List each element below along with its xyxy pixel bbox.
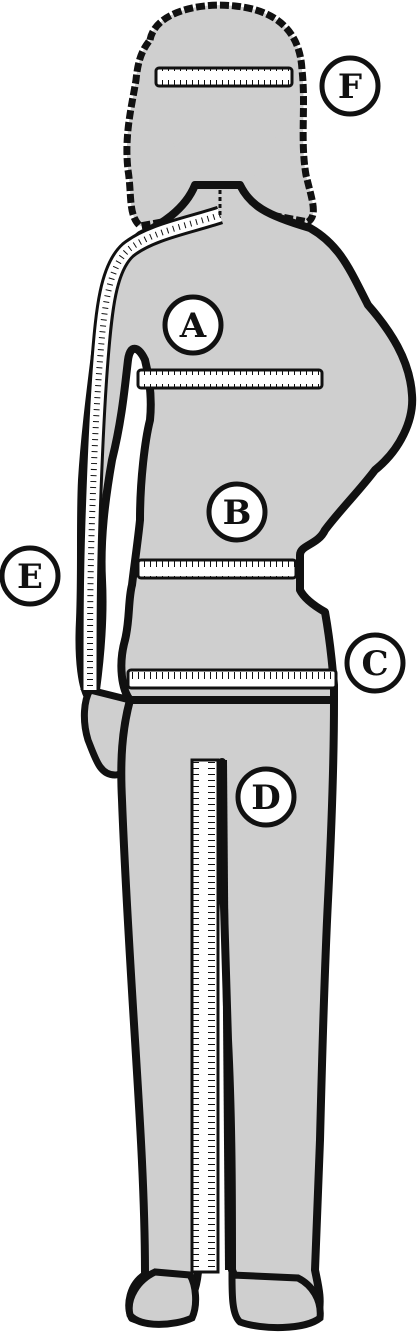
tape-bust: [136, 368, 324, 390]
svg-text:B: B: [223, 493, 252, 533]
head: [168, 17, 285, 185]
label-a: A: [162, 294, 224, 356]
label-d: D: [235, 766, 297, 828]
svg-text:C: C: [361, 644, 388, 684]
label-f: F: [319, 55, 381, 117]
inseam-line: [221, 759, 231, 1271]
label-b: B: [206, 481, 268, 543]
svg-text:D: D: [251, 778, 280, 818]
svg-text:A: A: [179, 306, 207, 346]
tape-waist: [136, 558, 298, 580]
tape-head: [154, 66, 294, 88]
tape-hip: [126, 668, 338, 690]
tape-inseam: [190, 758, 220, 1274]
svg-text:E: E: [17, 557, 43, 597]
svg-text:F: F: [338, 67, 362, 107]
right-foot: [228, 1271, 324, 1332]
label-c: C: [344, 632, 406, 694]
left-foot: [125, 1268, 200, 1328]
tape-arm-ticks: [87, 212, 221, 691]
label-e: E: [0, 545, 61, 607]
